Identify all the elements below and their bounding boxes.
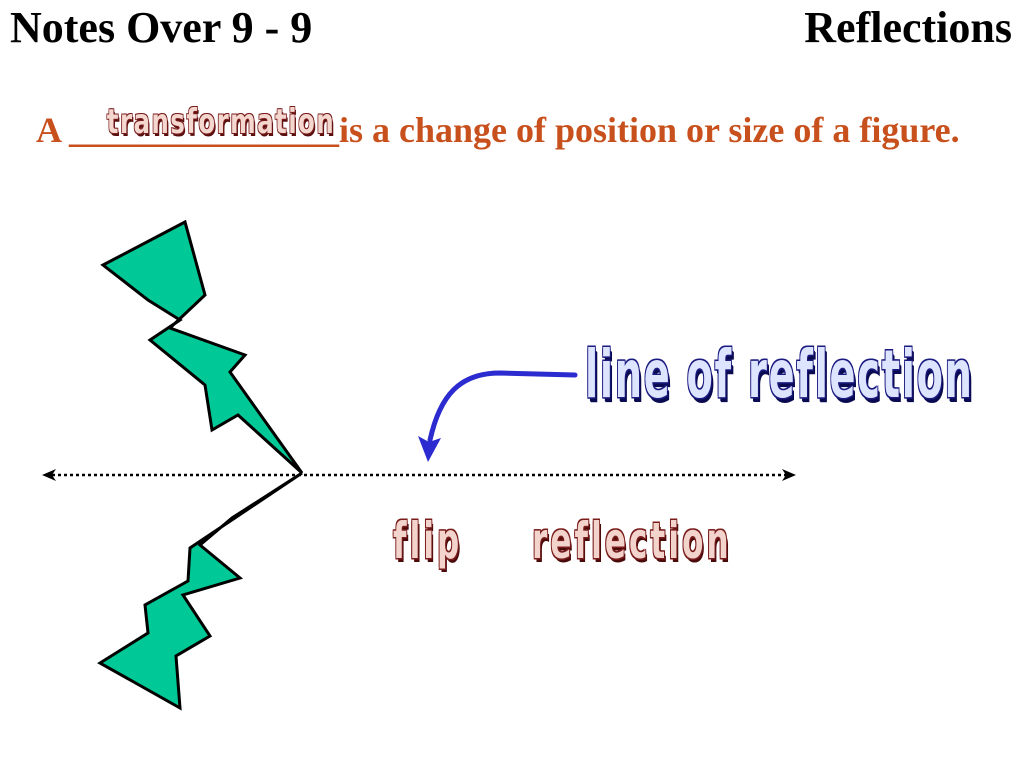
- label-reflection: reflection: [532, 512, 732, 570]
- definition-rest: is a change of position or size of a fig…: [339, 110, 960, 150]
- pointer-arrow-head: [418, 436, 441, 462]
- line-arrowhead-right: [782, 469, 796, 481]
- label-flip: flip: [393, 512, 463, 570]
- slide-topic: Reflections: [804, 3, 1012, 52]
- original-figure-bolt: [100, 219, 304, 475]
- pointer-arrow: [427, 370, 578, 443]
- definition-blank: _______________transformation: [69, 102, 340, 152]
- filled-word-transformation: transformation: [106, 102, 336, 142]
- definition-prefix: A: [36, 110, 70, 150]
- blank-underline: _______________: [69, 110, 340, 150]
- line-arrowhead-left: [42, 469, 56, 481]
- slide-title: Notes Over 9 - 9: [10, 3, 313, 52]
- label-line-of-reflection: line of reflection: [585, 336, 974, 413]
- reflected-figure-bolt: [97, 471, 303, 711]
